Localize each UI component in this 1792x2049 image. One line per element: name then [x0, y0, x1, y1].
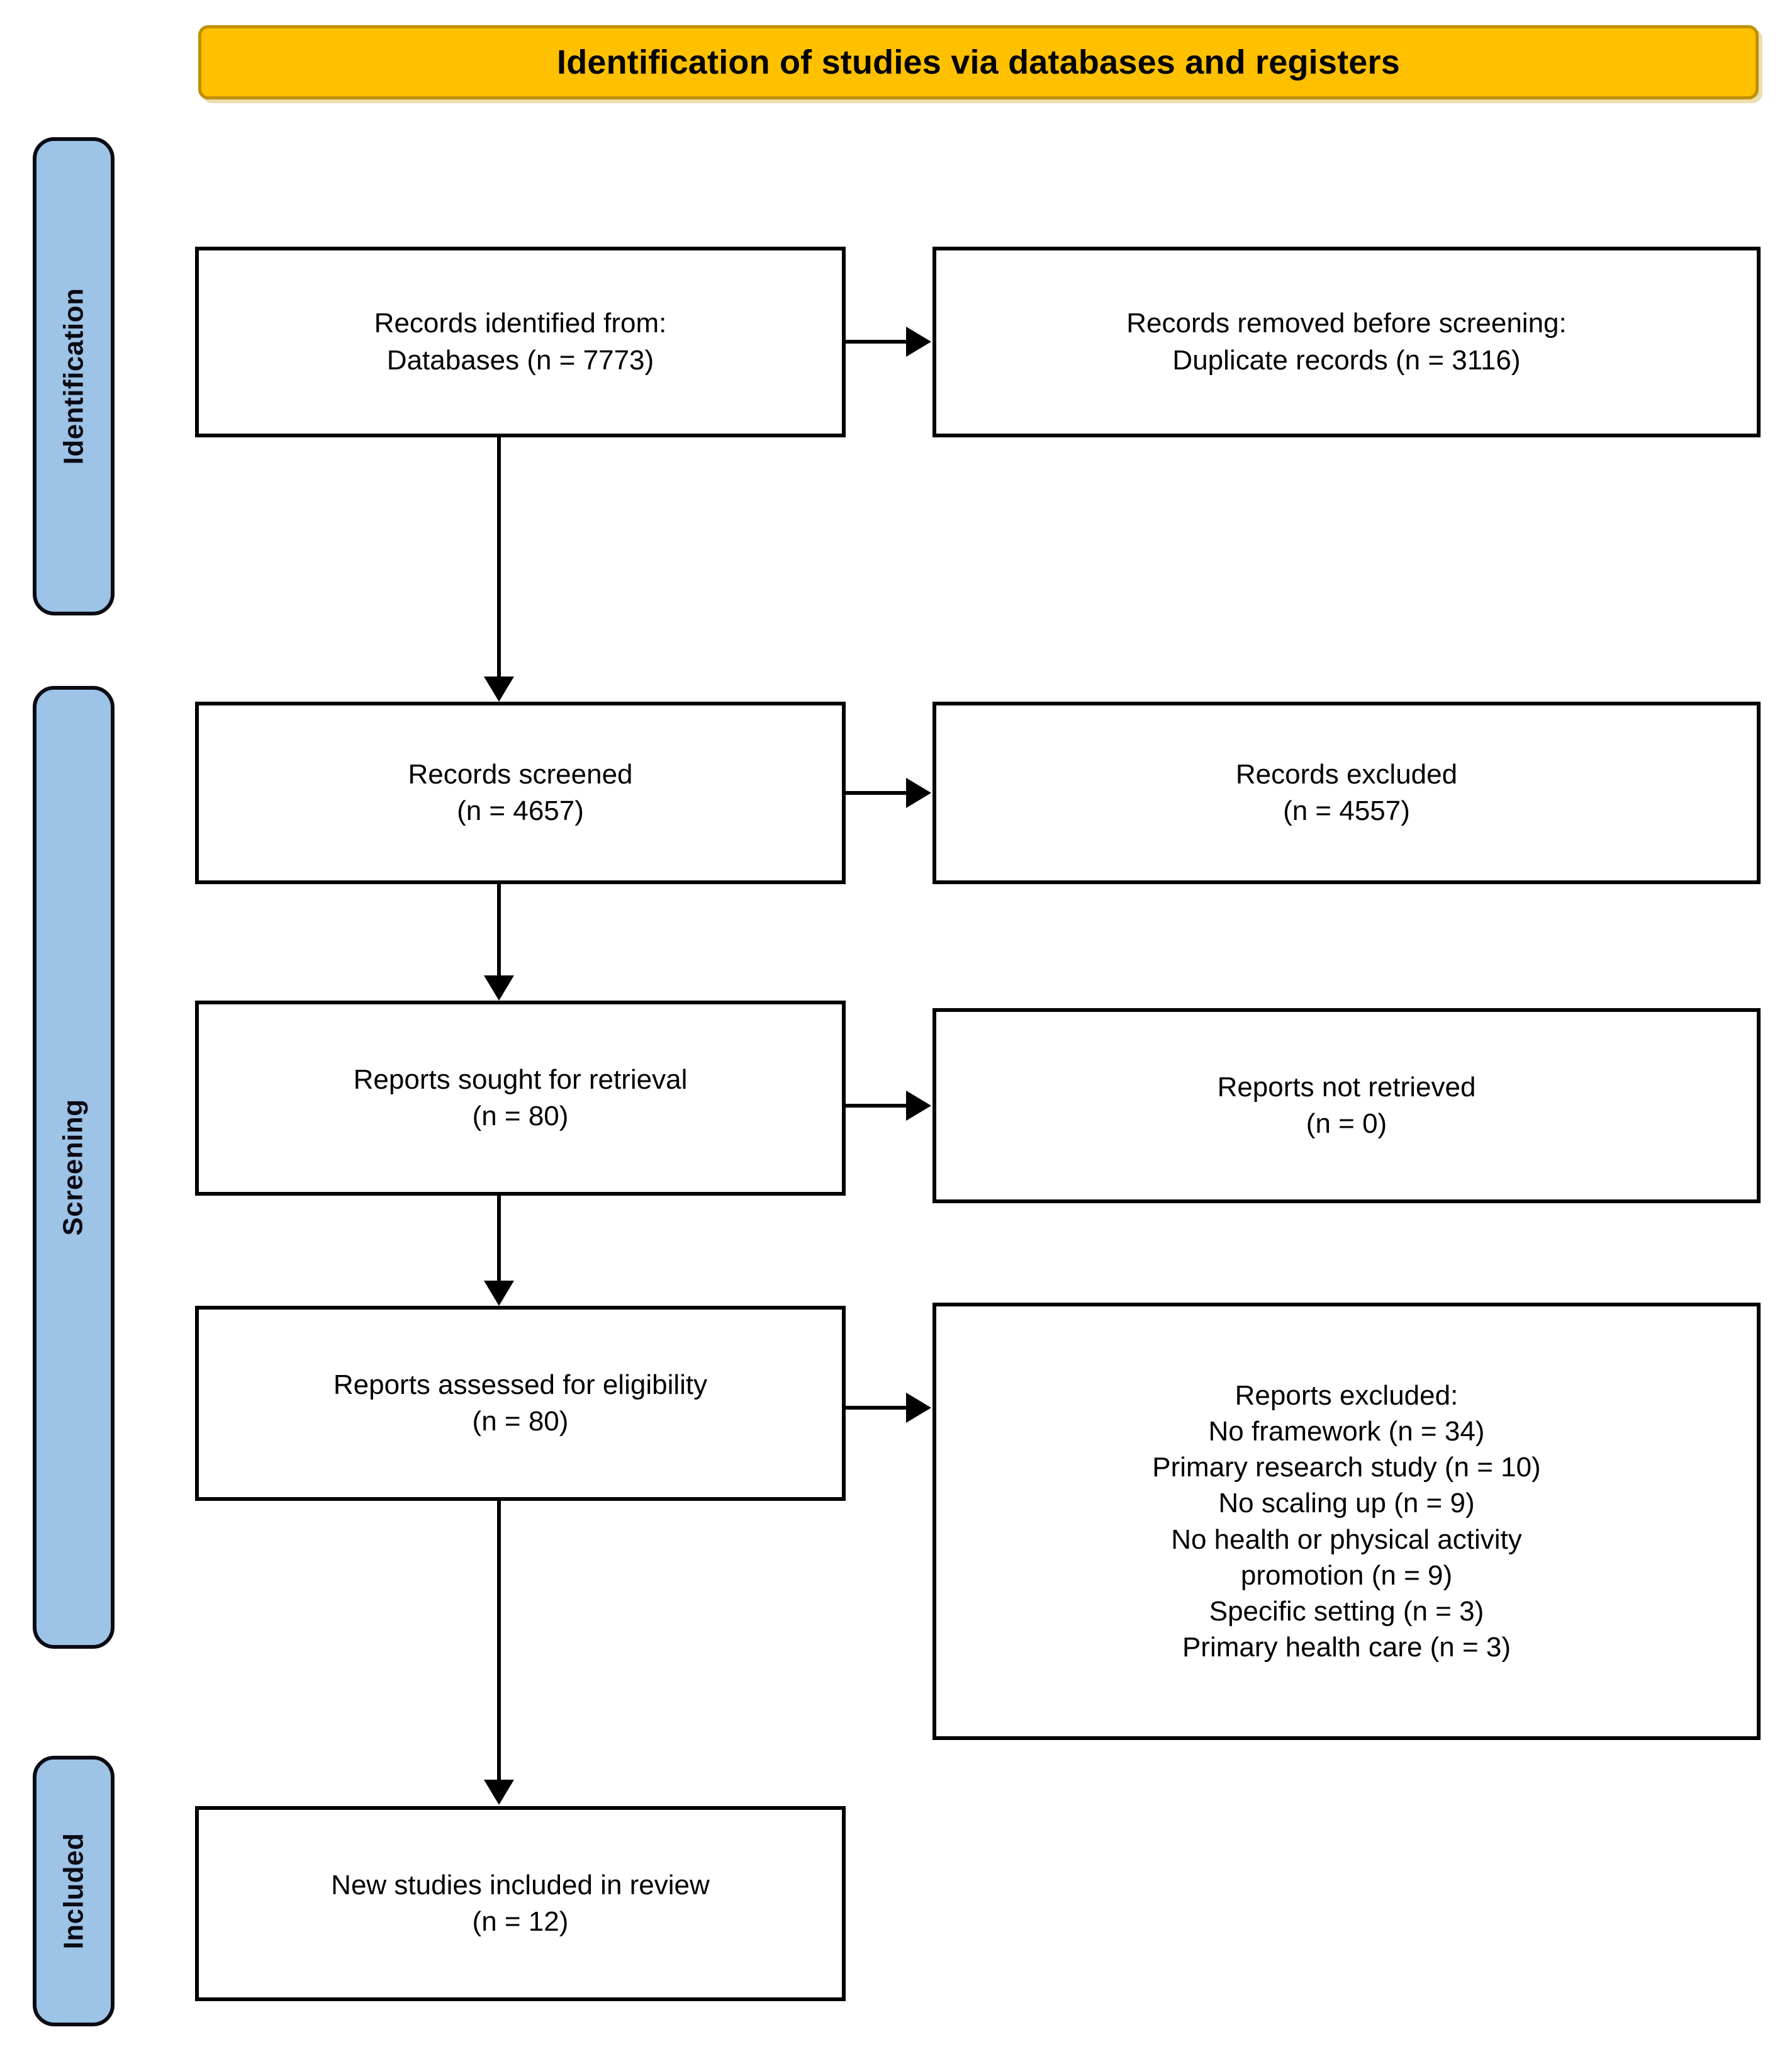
connector-assessed-to-included	[497, 1501, 501, 1781]
stage-label-included: Included	[33, 1756, 115, 2026]
box-new-studies-included-text: New studies included in review (n = 12)	[331, 1869, 710, 1937]
arrow-assessed-to-included	[484, 1780, 514, 1805]
box-records-excluded: Records excluded (n = 4557)	[932, 702, 1761, 884]
box-records-screened-text: Records screened (n = 4657)	[408, 758, 633, 826]
box-records-screened: Records screened (n = 4657)	[195, 702, 846, 884]
arrow-sought-to-assessed	[484, 1281, 514, 1306]
stage-label-included-text: Included	[58, 1833, 89, 1950]
stage-label-identification-text: Identification	[58, 288, 89, 465]
box-records-removed-text: Records removed before screening: Duplic…	[1126, 308, 1567, 376]
stage-label-screening-text: Screening	[58, 1099, 89, 1236]
connector-assessed-to-reports-excluded	[846, 1406, 907, 1410]
arrow-identified-to-removed	[906, 327, 931, 357]
diagram-header-banner: Identification of studies via databases …	[198, 25, 1759, 99]
box-reports-sought: Reports sought for retrieval (n = 80)	[195, 1001, 846, 1196]
box-new-studies-included: New studies included in review (n = 12)	[195, 1806, 846, 2001]
stage-label-screening: Screening	[33, 686, 115, 1649]
box-records-identified-text: Records identified from: Databases (n = …	[374, 308, 667, 376]
connector-screened-to-sought	[497, 884, 501, 977]
connector-sought-to-assessed	[497, 1196, 501, 1283]
connector-identified-to-removed	[846, 340, 907, 344]
box-reports-not-retrieved: Reports not retrieved (n = 0)	[932, 1008, 1761, 1203]
arrow-identified-to-screened	[484, 676, 514, 702]
diagram-title: Identification of studies via databases …	[557, 43, 1400, 81]
box-records-excluded-text: Records excluded (n = 4557)	[1235, 758, 1458, 826]
box-reports-not-retrieved-text: Reports not retrieved (n = 0)	[1217, 1071, 1476, 1139]
box-reports-assessed-text: Reports assessed for eligibility (n = 80…	[333, 1369, 708, 1437]
box-records-removed: Records removed before screening: Duplic…	[932, 247, 1761, 437]
arrow-screened-to-excluded	[906, 778, 931, 808]
box-reports-excluded: Reports excluded: No framework (n = 34) …	[932, 1303, 1761, 1740]
box-reports-assessed: Reports assessed for eligibility (n = 80…	[195, 1306, 846, 1501]
arrow-assessed-to-reports-excluded	[906, 1393, 931, 1423]
arrow-sought-to-not-retrieved	[906, 1091, 931, 1121]
stage-label-identification: Identification	[33, 137, 115, 615]
box-reports-excluded-text: Reports excluded: No framework (n = 34) …	[1152, 1379, 1541, 1663]
box-reports-sought-text: Reports sought for retrieval (n = 80)	[353, 1064, 688, 1131]
connector-screened-to-excluded	[846, 791, 907, 795]
connector-identified-to-screened	[497, 437, 501, 678]
arrow-screened-to-sought	[484, 975, 514, 1001]
box-records-identified: Records identified from: Databases (n = …	[195, 247, 846, 437]
connector-sought-to-not-retrieved	[846, 1104, 907, 1108]
